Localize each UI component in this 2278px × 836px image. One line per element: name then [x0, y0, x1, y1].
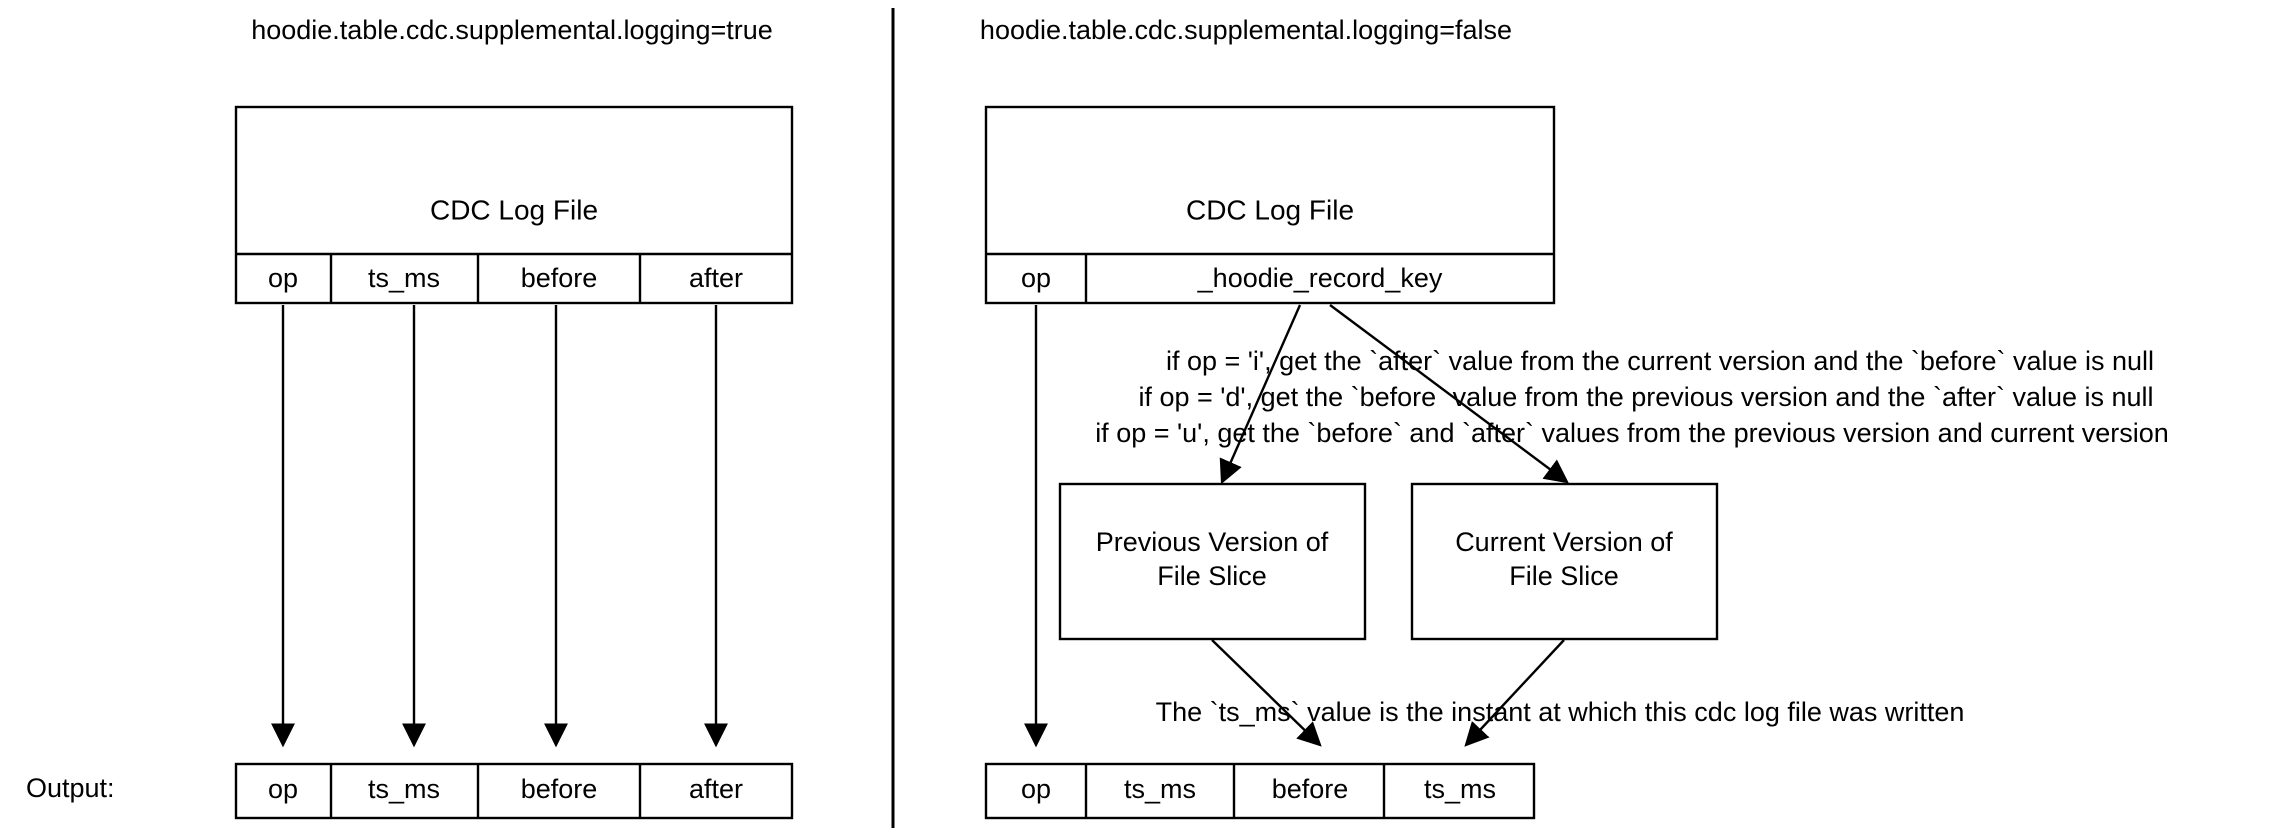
left-src-cell-after: after	[689, 263, 743, 293]
right-cdc-log-file-box	[984, 105, 1556, 305]
right-arrow-to-current-version	[1329, 304, 1569, 484]
rule-line-update: if op = 'u', get the `before` and `after…	[1095, 418, 2169, 448]
current-version-file-slice-box	[1410, 482, 1719, 641]
right-out-cell-op: op	[1021, 774, 1051, 804]
left-src-cell-ts_ms: ts_ms	[368, 263, 440, 293]
left-cdc-log-file-box	[234, 105, 794, 305]
left-output-row	[234, 762, 794, 820]
left-out-cell-op: op	[268, 774, 298, 804]
right-cdc-log-file-label: CDC Log File	[1186, 194, 1354, 225]
rule-line-insert: if op = 'i', get the `after` value from …	[1166, 346, 2154, 376]
left-cdc-log-file-label: CDC Log File	[430, 194, 598, 225]
current-version-line2: File Slice	[1509, 561, 1619, 591]
previous-version-line1: Previous Version of	[1096, 527, 1329, 557]
previous-version-line2: File Slice	[1157, 561, 1267, 591]
left-out-cell-before: before	[521, 774, 598, 804]
right-panel-title: hoodie.table.cdc.supplemental.logging=fa…	[980, 15, 1512, 45]
previous-version-file-slice-box	[1058, 482, 1367, 641]
left-src-cell-op: op	[268, 263, 298, 293]
rule-line-delete: if op = 'd', get the `before` value from…	[1138, 382, 2153, 412]
ts-ms-note: The `ts_ms` value is the instant at whic…	[1156, 697, 1965, 727]
right-arrow-to-previous-version	[1219, 304, 1302, 485]
arrow-current-version-to-output	[1464, 639, 1565, 747]
right-out-cell-ts_ms-2: ts_ms	[1424, 774, 1496, 804]
left-src-cell-before: before	[521, 263, 598, 293]
output-label: Output:	[26, 773, 115, 803]
right-src-cell-op: op	[1021, 263, 1051, 293]
right-src-cell-hoodie-record-key: _hoodie_record_key	[1197, 263, 1443, 293]
right-out-cell-before: before	[1272, 774, 1349, 804]
left-panel-title: hoodie.table.cdc.supplemental.logging=tr…	[251, 15, 773, 45]
current-version-line1: Current Version of	[1455, 527, 1673, 557]
arrow-previous-version-to-output	[1211, 639, 1322, 747]
left-out-cell-after: after	[689, 774, 743, 804]
right-output-row	[984, 762, 1536, 820]
right-out-cell-ts_ms-1: ts_ms	[1124, 774, 1196, 804]
left-out-cell-ts_ms: ts_ms	[368, 774, 440, 804]
